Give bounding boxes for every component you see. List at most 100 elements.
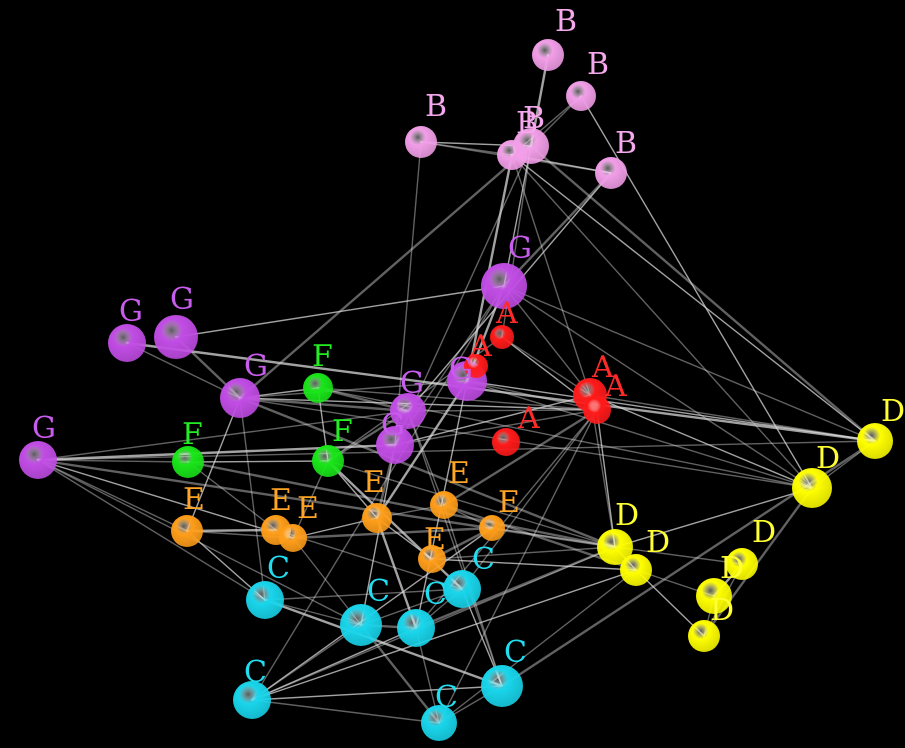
edge-a3-e5 [442,408,599,507]
node-a3[interactable] [583,396,611,424]
node-g7[interactable] [390,393,426,429]
node-label-b5: B [516,106,538,141]
node-d1[interactable] [857,423,893,459]
node-b1[interactable] [532,39,564,71]
node-a1[interactable] [490,325,514,349]
node-label-f2: F [182,417,203,452]
node-e3[interactable] [279,524,307,552]
edge-c4-c6 [251,627,417,701]
node-label-c5: C [504,635,527,670]
edge-d4-c6 [251,569,637,701]
node-b5[interactable] [497,140,527,170]
node-f2[interactable] [172,446,204,478]
node-label-g3: G [508,231,532,266]
node-d5[interactable] [726,548,758,580]
edge-d3-c4 [414,545,617,630]
edge-g5-e3 [37,459,294,539]
edge-e3-e6 [291,526,494,540]
edge-g4-d2 [239,397,813,489]
node-label-a2: A [591,350,614,385]
node-label-d3: D [615,498,639,533]
edge-g8-a2 [394,394,591,446]
node-label-c1: C [267,551,290,586]
node-label-g7: G [400,366,424,401]
node-label-e4: E [363,465,385,500]
edge-c3-c6 [251,624,362,701]
node-label-e1: E [183,482,205,517]
node-label-c2: C [472,542,495,577]
node-g1[interactable] [108,324,146,362]
node-label-c4: C [424,577,447,612]
edge-f3-d3 [327,460,616,548]
node-e6[interactable] [479,515,505,541]
edge-g1-d1 [125,341,877,443]
node-label-c7: C [435,680,458,715]
node-e5[interactable] [430,491,458,519]
node-c6[interactable] [233,681,271,719]
node-g2[interactable] [154,315,198,359]
node-label-g5: G [32,411,56,446]
edge-e7-d4 [431,558,637,571]
node-e1[interactable] [171,515,203,547]
edge-g7-a3 [407,409,598,412]
edge-a3-c7 [438,409,598,724]
edge-g4-g6 [239,380,468,399]
node-label-b1: B [555,4,577,39]
node-a5[interactable] [492,428,520,456]
node-label-a1: A [495,296,518,331]
node-f3[interactable] [312,445,344,477]
node-label-d4: D [646,525,670,560]
node-d4[interactable] [620,554,652,586]
node-g3[interactable] [481,263,527,309]
nodes-layer [19,39,893,741]
node-c5[interactable] [481,665,523,707]
node-g4[interactable] [220,378,260,418]
node-c2[interactable] [443,570,481,608]
node-d6[interactable] [696,578,732,614]
edge-e7-d3 [431,546,616,560]
node-label-f3: F [332,414,353,449]
edge-e2-c2 [275,529,463,590]
node-label-g1: G [119,294,143,329]
node-g5[interactable] [19,441,57,479]
node-label-d1: D [881,394,905,429]
node-d2[interactable] [792,468,832,508]
node-f1[interactable] [303,373,333,403]
edge-g3-a2 [503,285,591,396]
node-c4[interactable] [397,609,435,647]
node-d3[interactable] [597,529,633,565]
node-label-c6: C [244,655,267,690]
edge-a3-c2 [461,409,598,590]
node-b2[interactable] [566,81,596,111]
node-e4[interactable] [362,503,392,533]
node-b6[interactable] [595,157,627,189]
node-c7[interactable] [421,705,457,741]
edge-g5-f2 [37,459,189,463]
edge-g8-c3 [360,444,396,626]
edge-g6-d2 [466,380,813,489]
edge-a2-d1 [589,394,876,442]
node-c1[interactable] [246,581,284,619]
edge-g5-c1 [37,459,266,601]
edge-g4-c1 [239,397,266,601]
node-d7[interactable] [688,620,720,652]
node-g8[interactable] [376,426,414,464]
edge-f2-f3 [187,460,329,463]
node-c3[interactable] [340,604,382,646]
edge-b5-d1 [511,154,876,442]
edge-g6-e4 [375,379,469,520]
edge-c6-c7 [251,699,440,724]
node-label-e2: E [270,483,292,518]
node-label-e6: E [498,485,520,520]
edge-g3-d2 [503,285,813,489]
node-e7[interactable] [418,545,446,573]
node-label-e3: E [297,491,319,526]
node-label-d7: D [710,593,734,628]
node-a4[interactable] [464,354,488,378]
edge-a2-d2 [589,394,813,489]
node-label-b2: B [587,47,609,82]
node-label-d2: D [816,441,840,476]
node-b4[interactable] [405,126,437,158]
